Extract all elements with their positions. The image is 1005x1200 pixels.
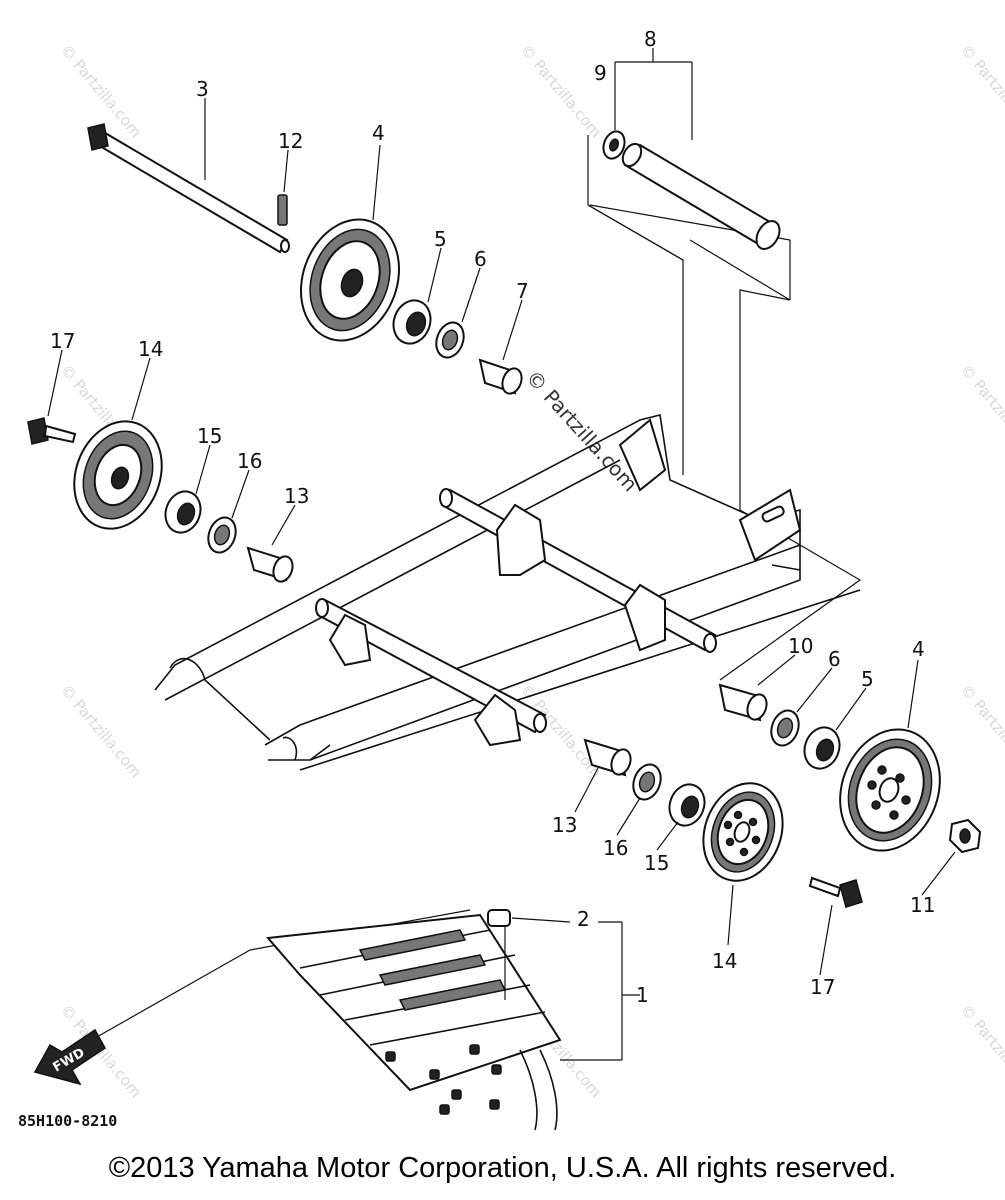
parts-diagram: © Partzilla.com © Partzilla.com © Partzi… [18, 27, 1005, 1131]
clip-part-2 [487, 909, 571, 1000]
callout-17: 17 [810, 975, 835, 999]
callout-4: 4 [372, 121, 385, 145]
collar-part-7 [478, 299, 523, 395]
wheel-part-14-left [73, 357, 163, 530]
collar-part-10 [718, 654, 796, 722]
watermark: © Partzilla.com [517, 41, 605, 141]
callout-14: 14 [712, 949, 737, 973]
seal-part-16-right [616, 763, 662, 836]
watermark: © Partzilla.com [957, 1001, 1005, 1101]
callout-16: 16 [603, 836, 628, 860]
wheel-part-4-right [839, 659, 941, 852]
bearing-part-5-right [803, 687, 867, 770]
callout-5: 5 [861, 667, 874, 691]
callout-11: 11 [910, 893, 935, 917]
bearing-part-15-right [656, 783, 706, 851]
washer-part-9 [602, 130, 626, 160]
drawing-code: 85H100-8210 [18, 1112, 117, 1130]
bolt-part-17-right [808, 876, 863, 976]
track-part-1 [249, 909, 640, 1131]
shaft-part-3 [87, 98, 290, 254]
cross-shafts [315, 488, 717, 747]
wheel-part-14-right [702, 782, 784, 946]
copyright-notice: ©2013 Yamaha Motor Corporation, U.S.A. A… [108, 1152, 897, 1184]
callout-7: 7 [516, 279, 529, 303]
callout-16: 16 [237, 449, 262, 473]
callout-6: 6 [474, 247, 487, 271]
nut-part-11 [921, 818, 982, 896]
callout-17: 17 [50, 329, 75, 353]
callout-12: 12 [278, 129, 303, 153]
bolt-part-17-left [27, 349, 77, 445]
skid-frame [154, 414, 861, 771]
bolt-part-12 [277, 149, 289, 226]
callout-3: 3 [196, 77, 209, 101]
bearing-part-15-left [164, 444, 211, 534]
callout-15: 15 [644, 851, 669, 875]
callout-13: 13 [284, 484, 309, 508]
callout-6: 6 [828, 647, 841, 671]
callout-2: 2 [577, 907, 590, 931]
callout-4: 4 [912, 637, 925, 661]
callout-5: 5 [434, 227, 447, 251]
watermark: © Partzilla.com [957, 41, 1005, 141]
collar-part-13-right [574, 738, 632, 813]
callout-8: 8 [644, 27, 657, 51]
seal-part-6-upper [435, 267, 481, 359]
callout-13: 13 [552, 813, 577, 837]
pipe-part-8 [614, 48, 781, 250]
callout-14: 14 [138, 337, 163, 361]
callout-15: 15 [197, 424, 222, 448]
collar-part-13-left [246, 504, 296, 583]
watermark: © Partzilla.com [57, 681, 145, 781]
watermark-main: © Partzilla.com [521, 365, 642, 496]
callout-9: 9 [594, 61, 607, 85]
seal-part-6-right [770, 667, 833, 747]
callouts: 8 9 3 12 4 5 6 7 17 14 15 16 13 10 6 5 4… [50, 27, 935, 1007]
callout-1: 1 [636, 983, 649, 1007]
bearing-part-5-upper [392, 247, 442, 345]
seal-part-16-left [207, 469, 250, 554]
watermark: © Partzilla.com [957, 681, 1005, 781]
callout-10: 10 [788, 634, 813, 658]
watermark: © Partzilla.com [957, 361, 1005, 461]
wheel-part-4-upper [300, 144, 400, 342]
